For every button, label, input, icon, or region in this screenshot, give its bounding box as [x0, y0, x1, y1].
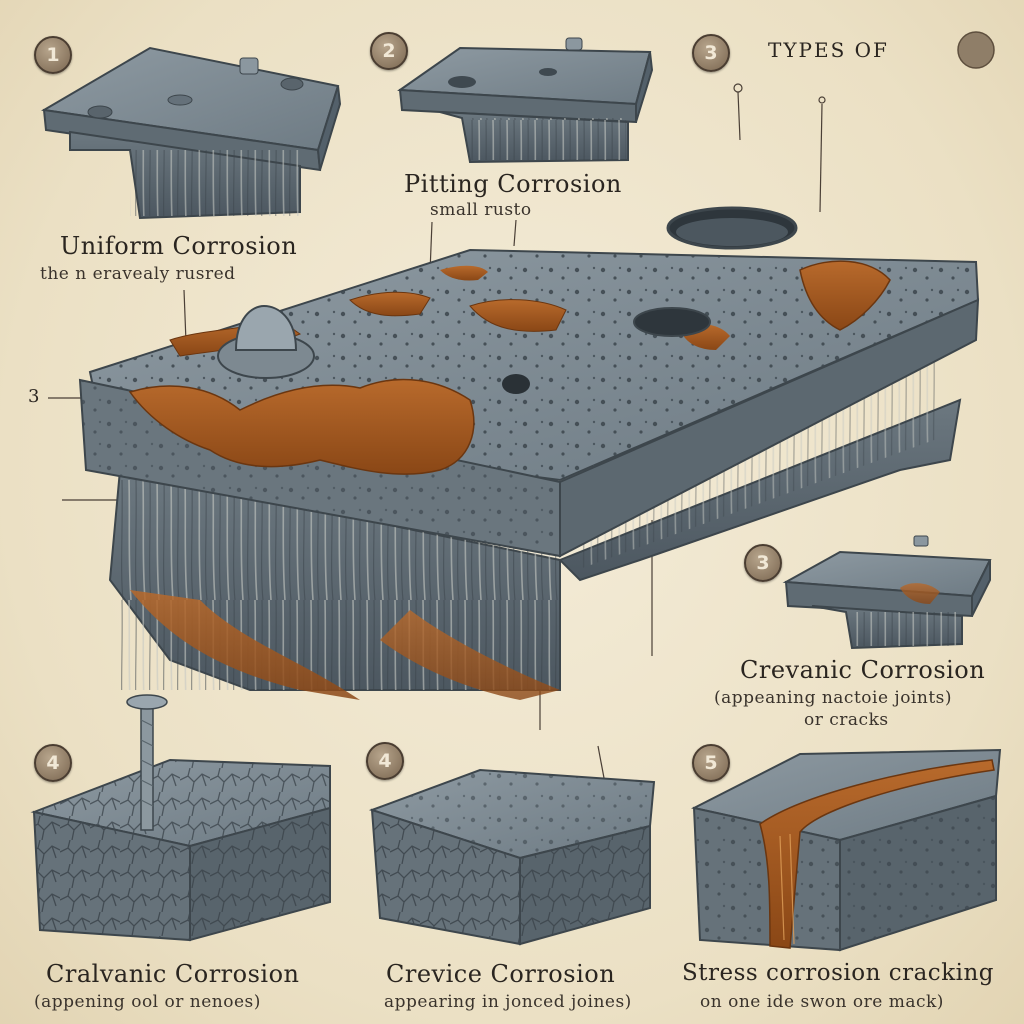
pitting-title: Pitting Corrosion	[404, 170, 622, 198]
block-crevanic-small	[782, 535, 992, 650]
step-badge-3: 3	[744, 544, 782, 582]
uniform-title: Uniform Corrosion	[60, 232, 298, 260]
sample-swatch	[957, 31, 995, 69]
block-pitting-small	[397, 37, 654, 164]
crevanic-subtitle: (appeaning nactoie joints)	[714, 688, 953, 708]
uniform-subtitle: the n eravealy rusred	[40, 264, 236, 284]
block-crevice	[368, 768, 656, 946]
crevice-subtitle: appearing in jonced joines)	[384, 992, 632, 1012]
step-badge-3-header: 3	[692, 34, 730, 72]
crevice-title: Crevice Corrosion	[386, 960, 616, 988]
step-badge-4b: 4	[366, 742, 404, 780]
galvanic-subtitle: (appening ool or nenoes)	[34, 992, 261, 1012]
galvanic-title: Cralvanic Corrosion	[46, 960, 300, 988]
header-title: TYPES OF	[768, 38, 889, 62]
step-badge-5: 5	[692, 744, 730, 782]
block-uniform-small	[41, 46, 342, 220]
main-corroded-block	[78, 206, 980, 700]
side-marker: 3	[28, 386, 40, 407]
block-stress-cracking	[691, 748, 1002, 952]
step-badge-2: 2	[370, 32, 408, 70]
pitting-subtitle: small rusto	[430, 200, 532, 220]
block-galvanic	[30, 694, 331, 942]
crevanic-title: Crevanic Corrosion	[740, 656, 986, 684]
crevanic-subtitle-2: or cracks	[804, 710, 889, 730]
stress-title: Stress corrosion cracking	[682, 960, 995, 986]
stress-subtitle: on one ide swon ore mack)	[700, 992, 944, 1012]
step-badge-1: 1	[34, 36, 72, 74]
step-badge-4a: 4	[34, 744, 72, 782]
